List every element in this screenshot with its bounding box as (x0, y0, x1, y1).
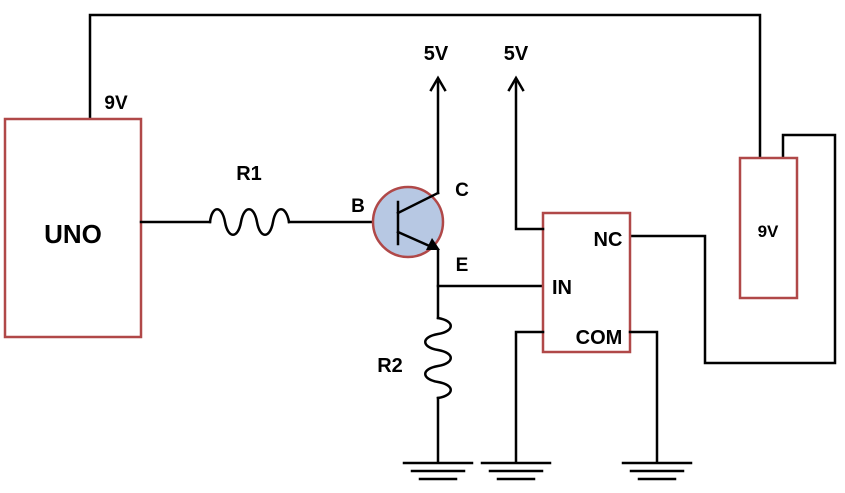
vcc-arrow-icon-relay (507, 75, 525, 92)
collector-label: C (455, 180, 469, 201)
vcc-arrow-icon-transistor (429, 75, 447, 92)
base-label: B (351, 196, 365, 217)
ground-icon-r2 (402, 461, 474, 481)
resistor-r1 (208, 208, 291, 236)
relay-module (541, 211, 632, 354)
uno-board (3, 117, 143, 339)
transistor-body (371, 185, 445, 259)
relay-nc-label: NC (594, 229, 623, 251)
resistor-r2 (424, 316, 452, 400)
wire-com-to-ground (628, 330, 659, 464)
vcc-label-transistor: 5V (424, 43, 449, 65)
relay-com-label: COM (576, 327, 623, 349)
wire-relay-vcc (514, 80, 545, 231)
r2-label: R2 (377, 355, 403, 377)
wire-uno-to-battery (88, 13, 762, 160)
emitter-arrow-icon (426, 238, 440, 250)
r1-label: R1 (236, 163, 262, 185)
emitter-label: E (456, 255, 469, 276)
uno-label: UNO (44, 219, 102, 249)
vcc-label-relay: 5V (504, 43, 529, 65)
relay-in-label: IN (552, 277, 572, 299)
transistor-collector-leg (396, 191, 440, 215)
ground-icon-com (621, 461, 693, 481)
battery-9v (738, 156, 799, 300)
ground-icon-relay (480, 461, 552, 481)
wire-battery-return (628, 133, 837, 365)
wire-relay-ground (514, 330, 545, 464)
transistor-emitter-leg (396, 230, 436, 250)
uno-supply-label: 9V (104, 93, 128, 114)
battery-label: 9V (758, 222, 779, 241)
